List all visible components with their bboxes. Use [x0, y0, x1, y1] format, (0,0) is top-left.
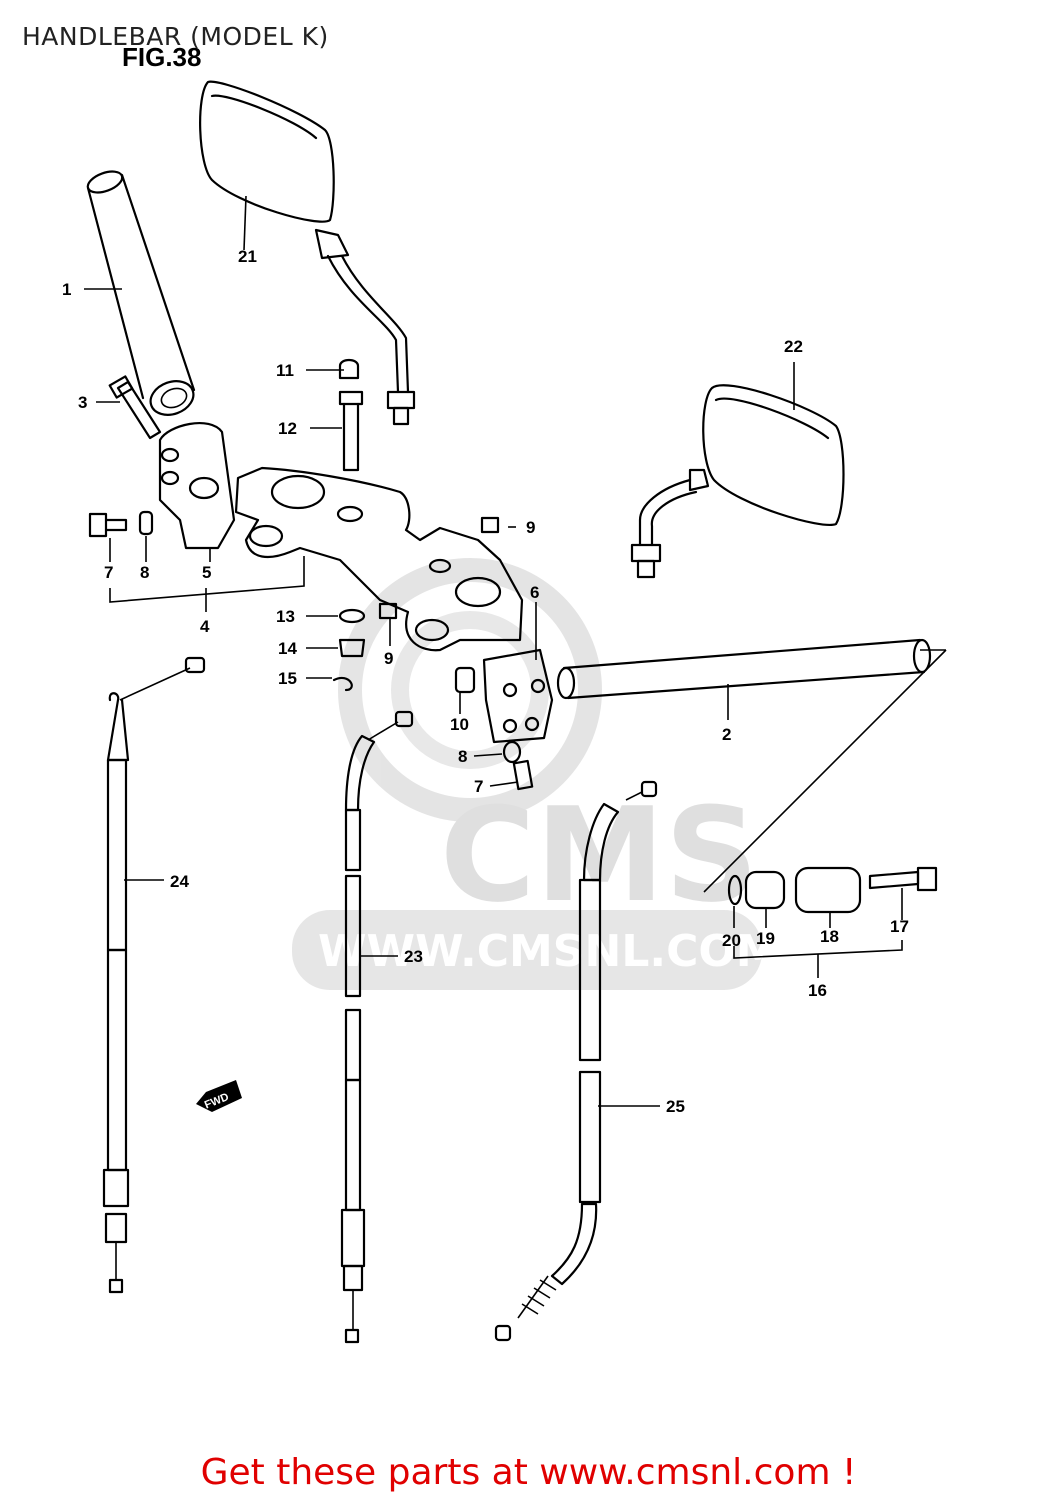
nut-9-top [480, 516, 500, 534]
pin-15 [332, 677, 353, 692]
callout-numbers: 1 21 22 3 11 12 7 8 5 9 4 13 14 15 9 6 1… [62, 247, 909, 1116]
callout-16: 16 [808, 981, 827, 1000]
callout-24: 24 [170, 872, 189, 891]
washer-20 [727, 874, 743, 906]
weight-18 [794, 866, 862, 914]
callout-2: 2 [722, 725, 731, 744]
cable-25 [494, 780, 658, 1342]
left-mirror [199, 80, 416, 426]
callout-14: 14 [278, 639, 297, 658]
left-grip [86, 170, 196, 416]
watermark-url: WWW.CMSNL.COM [318, 926, 780, 977]
callout-13: 13 [276, 607, 295, 626]
footer-parts-link[interactable]: Get these parts at www.cmsnl.com ! [200, 1452, 857, 1493]
nut-14 [338, 638, 366, 658]
bolt-17 [868, 866, 938, 892]
bolt-7-left [88, 512, 128, 538]
callout-7-left: 7 [104, 563, 113, 582]
callout-3: 3 [78, 393, 87, 412]
washer-13 [338, 608, 366, 624]
callout-8-left: 8 [140, 563, 149, 582]
callout-8-right: 8 [458, 747, 467, 766]
callout-1: 1 [62, 280, 71, 299]
cap-10 [454, 666, 476, 694]
callout-23: 23 [404, 947, 423, 966]
callout-9-mid: 9 [384, 649, 393, 668]
page-title: HANDLEBAR (MODEL K) [22, 22, 329, 51]
nut-9-mid [378, 602, 398, 620]
right-grip [556, 638, 947, 893]
bolt-12 [338, 390, 364, 472]
cable-23 [340, 710, 414, 1344]
callout-6: 6 [530, 583, 539, 602]
callout-21: 21 [238, 247, 257, 266]
leader-lines [84, 195, 903, 1107]
right-holder [482, 648, 554, 744]
callout-5: 5 [202, 563, 211, 582]
callout-7-right: 7 [474, 777, 483, 796]
callout-20: 20 [722, 931, 741, 950]
callout-25: 25 [666, 1097, 685, 1116]
callout-19: 19 [756, 929, 775, 948]
callout-18: 18 [820, 927, 839, 946]
bolt-3 [108, 375, 162, 440]
callout-11: 11 [276, 361, 294, 380]
washer-8-left [138, 510, 154, 536]
bolt-7-right [512, 759, 534, 791]
callout-10: 10 [450, 715, 469, 734]
parts-diagram: CMS WWW.CMSNL.COM [62, 80, 947, 1344]
damper-19 [744, 870, 786, 910]
figure-number: FIG.38 [122, 42, 202, 72]
washer-8-right [502, 740, 522, 764]
callout-12: 12 [278, 419, 297, 438]
callout-9-top: 9 [526, 518, 535, 537]
callout-17: 17 [890, 917, 909, 936]
watermark: CMS WWW.CMSNL.COM [292, 558, 780, 990]
handlebar-bracket [234, 466, 524, 652]
cable-24 [102, 656, 206, 1294]
right-mirror [630, 384, 845, 579]
callout-4: 4 [200, 617, 210, 636]
callout-22: 22 [784, 337, 803, 356]
left-holder [158, 422, 236, 550]
callout-15: 15 [278, 669, 297, 688]
fwd-arrow-icon: FWD [196, 1080, 242, 1112]
cap-11 [338, 358, 360, 380]
